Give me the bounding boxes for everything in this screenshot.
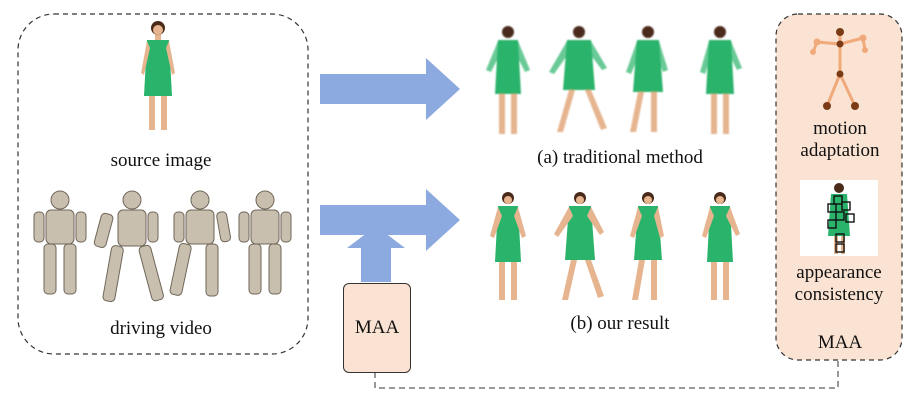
arrow-up-from-maa — [347, 226, 405, 282]
appearance-consistency-text: appearance consistency — [794, 262, 884, 305]
maa-module-box: MAA — [343, 283, 411, 373]
traditional-method-label: (a) traditional method — [537, 147, 703, 168]
appearance-consistency-label: appearance consistency — [776, 262, 902, 306]
arrow-to-ours — [320, 189, 460, 251]
driving-video-frames — [33, 190, 292, 303]
source-image-label: source image — [110, 150, 212, 171]
driving-video-label: driving video — [110, 318, 212, 339]
maa-panel-title: MAA — [817, 332, 863, 353]
appearance-patches-icon — [800, 180, 878, 256]
skeleton-icon — [810, 28, 868, 110]
traditional-method-frames — [486, 26, 742, 134]
motion-adaptation-label: motion adaptation — [780, 118, 900, 162]
our-result-frames — [490, 192, 740, 300]
our-result-label: (b) our result — [570, 313, 670, 334]
arrow-to-traditional — [320, 58, 460, 120]
motion-adaptation-text: motion adaptation — [800, 118, 880, 161]
source-image-figure — [141, 21, 175, 130]
